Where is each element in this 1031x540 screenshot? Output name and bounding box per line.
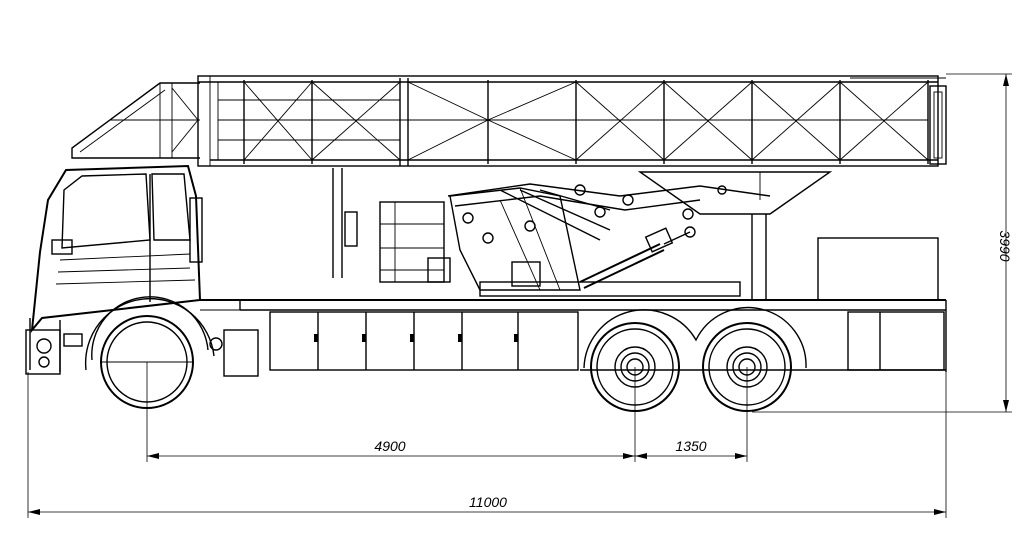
boom-linkage (332, 168, 833, 300)
dim-wheelbase-front: 4900 (374, 438, 405, 454)
boom-truss (71, 75, 947, 167)
truck-body (84, 237, 947, 377)
dimension-lines (27, 73, 1012, 518)
linkage-pins (462, 184, 727, 244)
dim-overall-length: 11000 (469, 494, 507, 510)
storage-compartments (269, 311, 579, 371)
truck-cab (25, 164, 203, 375)
hydraulic-cylinder (579, 227, 691, 289)
dim-overall-height: 3990 (997, 230, 1013, 261)
dim-wheelbase-rear: 1350 (675, 438, 706, 454)
truss-diagonals (218, 81, 929, 161)
truss-posts (243, 78, 929, 166)
